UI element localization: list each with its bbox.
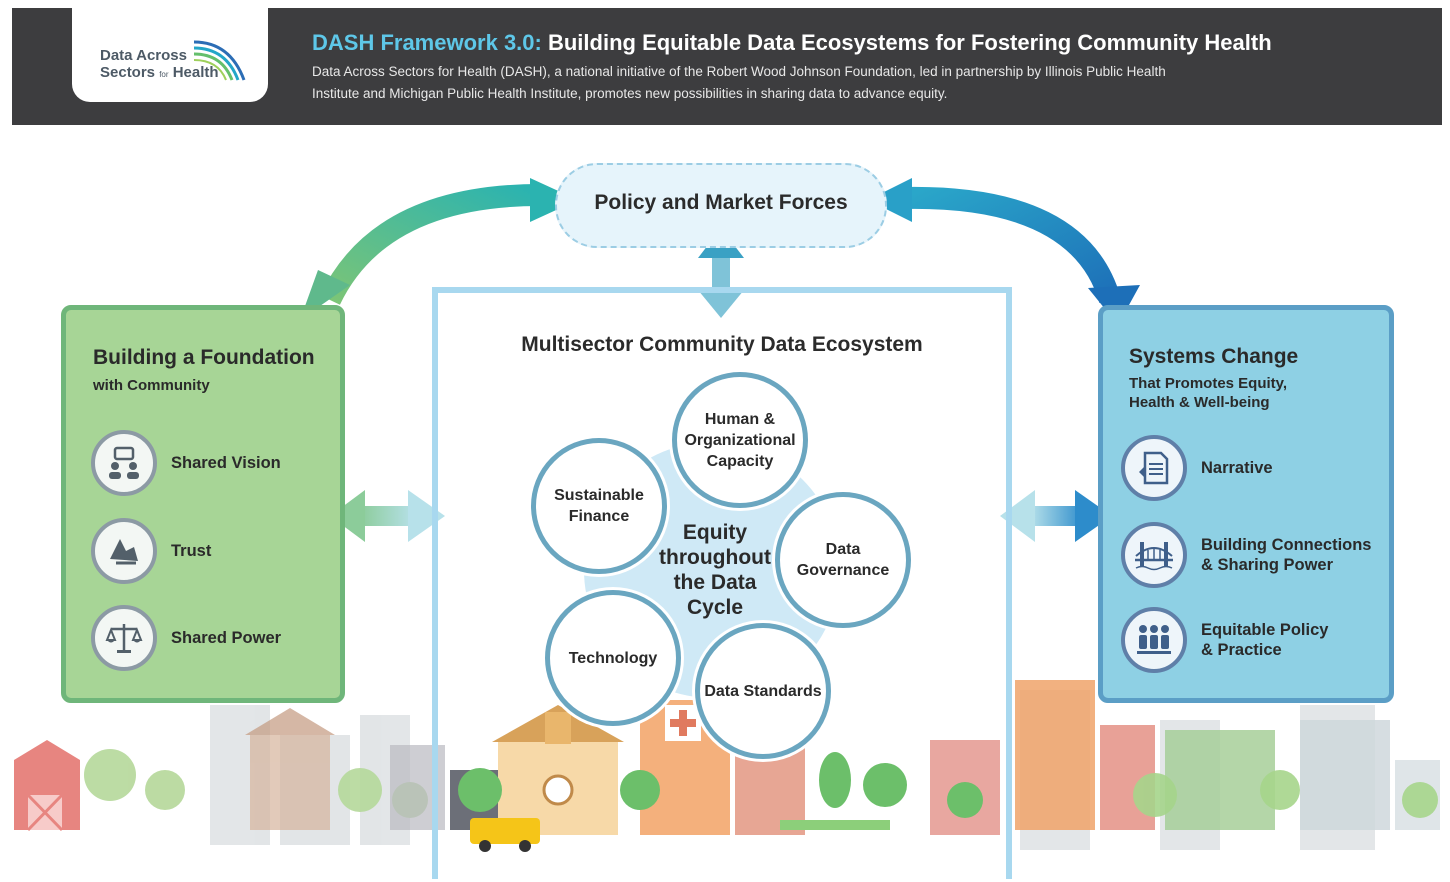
left-panel-subtitle: with Community bbox=[93, 377, 210, 394]
handshake-icon bbox=[91, 518, 157, 584]
left-arc-arrow bbox=[320, 184, 541, 305]
right-trees bbox=[1133, 770, 1438, 818]
scales-icon bbox=[91, 605, 157, 671]
right-center-arrow bbox=[1000, 490, 1112, 542]
shared-vision-icon bbox=[91, 430, 157, 496]
right-arc-arrow bbox=[904, 186, 1121, 304]
left-item-label: Shared Vision bbox=[171, 454, 281, 472]
document-icon bbox=[1121, 435, 1187, 501]
cycle-sustainable-finance: Sustainable Finance bbox=[531, 438, 667, 574]
right-item-label: Building Connections & Sharing Power bbox=[1201, 536, 1372, 574]
policy-label: Policy and Market Forces bbox=[594, 191, 848, 214]
logo-line-1: Data Across bbox=[100, 47, 187, 64]
people-icon bbox=[1121, 607, 1187, 673]
cycle-data-standards: Data Standards bbox=[695, 623, 831, 759]
left-item-label: Shared Power bbox=[171, 629, 282, 647]
right-item-building-connections: Building Connections & Sharing Power bbox=[1121, 522, 1381, 588]
multisector-ecosystem-panel: Multisector Community Data Ecosystem bbox=[432, 287, 1012, 879]
dash-logo: Data Across Sectors for Health bbox=[72, 6, 268, 102]
cycle-technology: Technology bbox=[545, 590, 681, 726]
right-panel-subtitle: That Promotes Equity, Health & Well-bein… bbox=[1129, 375, 1288, 411]
right-item-label: Narrative bbox=[1201, 459, 1273, 477]
left-panel-title: Building a Foundation bbox=[93, 346, 315, 369]
right-buildings bbox=[1015, 680, 1440, 830]
left-item-label: Trust bbox=[171, 542, 212, 560]
left-center-arrow bbox=[330, 490, 445, 542]
right-item-narrative: Narrative bbox=[1121, 435, 1273, 501]
bridge-icon bbox=[1121, 522, 1187, 588]
logo-swoosh-icon bbox=[193, 40, 246, 81]
cycle-human-organizational-capacity: Human & Organizational Capacity bbox=[672, 372, 808, 508]
right-item-label: Equitable Policy & Practice bbox=[1201, 621, 1329, 659]
left-item-trust: Trust bbox=[91, 518, 211, 584]
left-item-shared-vision: Shared Vision bbox=[91, 430, 281, 496]
left-item-shared-power: Shared Power bbox=[91, 605, 281, 671]
building-foundation-panel: Building a Foundation with Community Sha… bbox=[61, 305, 345, 703]
right-item-equitable-policy: Equitable Policy & Practice bbox=[1121, 607, 1341, 673]
center-town bbox=[450, 700, 1000, 852]
equity-hub-label: Equity throughout the Data Cycle bbox=[659, 521, 771, 619]
page-title: DASH Framework 3.0: Building Equitable D… bbox=[312, 30, 1272, 55]
header-banner: Data Across Sectors for Health DASH Fram… bbox=[12, 6, 1442, 125]
right-panel-title: Systems Change bbox=[1129, 345, 1299, 368]
logo-line-2: Sectors for Health bbox=[100, 64, 219, 81]
center-panel-title: Multisector Community Data Ecosystem bbox=[521, 333, 923, 356]
cycle-data-governance: Data Governance bbox=[775, 492, 911, 628]
systems-change-panel: Systems Change That Promotes Equity, Hea… bbox=[1098, 305, 1394, 703]
barn bbox=[14, 740, 80, 832]
policy-market-forces-box: Policy and Market Forces bbox=[555, 163, 887, 248]
page-description: Data Across Sectors for Health (DASH), a… bbox=[312, 64, 1166, 101]
